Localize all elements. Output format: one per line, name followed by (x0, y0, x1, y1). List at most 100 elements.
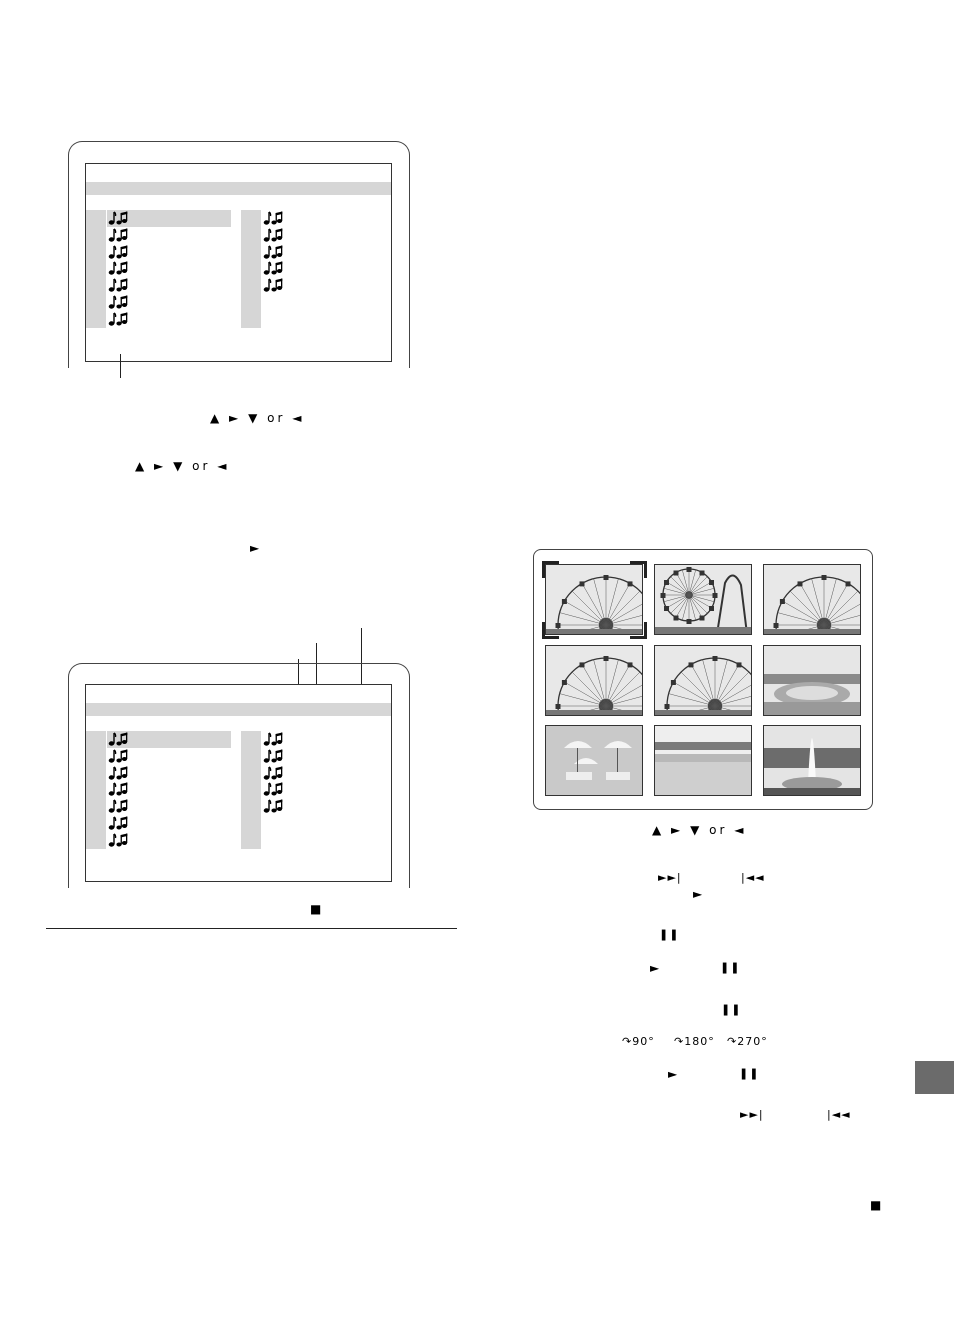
tv-frame-2 (68, 663, 410, 888)
track-item[interactable] (108, 294, 128, 314)
skip-next-symbol: ►►| (658, 871, 682, 884)
cursor-keys-2: ▲ ► ▼ or ◄ (135, 459, 230, 473)
music-note-icon (108, 211, 128, 225)
track-item[interactable] (263, 277, 283, 297)
music-note-icon (108, 732, 128, 746)
selection-bracket (630, 622, 647, 639)
pause-symbol: ❚❚ (739, 1067, 760, 1080)
pause-symbol: ❚❚ (721, 1003, 742, 1016)
music-note-icon (263, 261, 283, 276)
track-item[interactable] (108, 765, 128, 785)
play-symbol: ► (668, 1067, 681, 1081)
callout-line-b (316, 643, 317, 687)
track-item[interactable] (263, 798, 283, 818)
track-item[interactable] (108, 748, 128, 768)
music-note-icon (263, 228, 283, 242)
skip-prev-symbol: |◄◄ (827, 1108, 851, 1121)
track-item[interactable] (263, 731, 283, 751)
thumbnail-flower-garden[interactable] (763, 645, 861, 716)
left-column-marker (86, 210, 106, 328)
play-symbol: ► (693, 887, 706, 901)
photo-image (655, 565, 751, 634)
menu-screen-2 (85, 684, 392, 882)
right-column-marker (241, 210, 261, 328)
music-note-icon (108, 799, 128, 813)
track-item[interactable] (263, 765, 283, 785)
menu-screen-1 (85, 163, 392, 362)
thumbnail-umbrellas[interactable] (545, 725, 643, 796)
track-item[interactable] (263, 748, 283, 768)
track-item[interactable] (108, 832, 128, 852)
menu-header-bar (86, 182, 391, 195)
rotate-90-icon: ↷90° (622, 1035, 655, 1048)
music-note-icon (108, 765, 128, 780)
skip-prev-symbol: |◄◄ (741, 871, 765, 884)
photo-image (655, 646, 751, 715)
music-note-icon (108, 295, 128, 309)
stop-symbol: ■ (310, 902, 325, 916)
thumbnail-fountain[interactable] (763, 725, 861, 796)
track-item[interactable] (108, 731, 128, 751)
track-item[interactable] (108, 781, 128, 801)
photo-image (546, 646, 642, 715)
track-item[interactable] (108, 815, 128, 835)
cursor-keys-3: ▲ ► ▼ or ◄ (652, 823, 747, 837)
selection-bracket (630, 561, 647, 578)
thumbnail-ferris-wheel[interactable] (545, 564, 643, 635)
track-item[interactable] (108, 260, 128, 280)
selection-bracket (542, 561, 559, 578)
track-item[interactable] (108, 798, 128, 818)
music-note-icon (263, 765, 283, 780)
right-column-marker (241, 731, 261, 849)
photo-image (655, 726, 751, 795)
thumbnail-ferris-wheel[interactable] (763, 564, 861, 635)
selection-bracket (542, 622, 559, 639)
stop-symbol: ■ (870, 1198, 885, 1212)
music-note-icon (108, 749, 128, 763)
music-note-icon (263, 211, 283, 225)
selected-track-highlight (107, 731, 231, 748)
play-symbol: ► (250, 541, 263, 555)
music-note-icon (108, 312, 128, 326)
track-item[interactable] (108, 277, 128, 297)
pause-symbol: ❚❚ (659, 928, 680, 941)
play-symbol: ► (650, 961, 663, 975)
track-item[interactable] (108, 227, 128, 247)
photo-image (764, 565, 860, 634)
track-item[interactable] (108, 210, 128, 230)
pause-symbol: ❚❚ (720, 961, 741, 974)
menu-header-bar (86, 703, 391, 716)
rotate-180-icon: ↷180° (674, 1035, 715, 1048)
selected-track-highlight (107, 210, 231, 227)
music-note-icon (108, 278, 128, 292)
track-item[interactable] (263, 260, 283, 280)
music-note-icon (108, 228, 128, 242)
track-item[interactable] (263, 227, 283, 247)
section-tab (915, 1061, 954, 1094)
track-item[interactable] (263, 210, 283, 230)
music-note-icon (263, 799, 283, 813)
cursor-keys-1: ▲ ► ▼ or ◄ (210, 411, 305, 425)
music-note-icon (108, 261, 128, 276)
music-note-icon (108, 833, 128, 847)
music-note-icon (263, 749, 283, 763)
thumbnail-flower-field[interactable] (654, 725, 752, 796)
skip-next-symbol: ►►| (740, 1108, 764, 1121)
music-note-icon (108, 782, 128, 797)
photo-image (546, 565, 642, 634)
section-divider (46, 928, 457, 929)
music-note-icon (108, 816, 128, 830)
callout-line (120, 354, 121, 378)
thumbnail-panel (533, 549, 873, 810)
thumbnail-ferris-wheel[interactable] (654, 645, 752, 716)
track-item[interactable] (263, 781, 283, 801)
music-note-icon (263, 782, 283, 797)
thumbnail-ferris-wheel-rollercoaster[interactable] (654, 564, 752, 635)
music-note-icon (263, 278, 283, 292)
track-item[interactable] (108, 311, 128, 331)
track-item[interactable] (108, 244, 128, 264)
thumbnail-ferris-wheel[interactable] (545, 645, 643, 716)
track-item[interactable] (263, 244, 283, 264)
music-note-icon (108, 244, 128, 259)
rotate-270-icon: ↷270° (727, 1035, 768, 1048)
